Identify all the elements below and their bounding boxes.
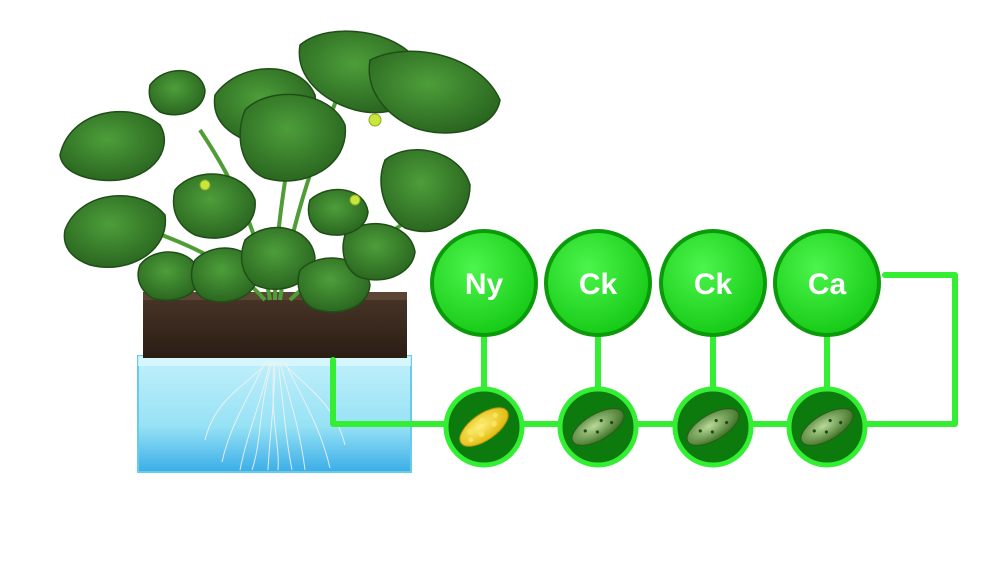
node-label-4: Ca [808, 268, 847, 301]
node-label-1: Ny [465, 268, 504, 301]
leaf [172, 173, 256, 239]
cucumber-plant [59, 30, 501, 313]
fruit-nodes [443, 386, 868, 468]
connector-lines [330, 272, 958, 427]
fruit-node-1 [443, 386, 525, 468]
leaf [380, 149, 471, 233]
flower-bud [199, 179, 211, 191]
return-loop [863, 272, 958, 427]
node-label-2: Ck [579, 268, 618, 301]
fruit-node-4 [786, 386, 868, 468]
flower-bud [349, 194, 361, 206]
leaf [239, 93, 346, 182]
fruit-node-2 [557, 386, 639, 468]
cucumber-icon [571, 408, 625, 446]
leaf [63, 194, 167, 268]
yellow-cucumber-icon [459, 407, 509, 447]
fruit-node-3 [672, 386, 754, 468]
planter [137, 292, 412, 473]
leaf [137, 251, 201, 301]
node-ck-1: Ck [544, 229, 652, 337]
cucumber-icon [686, 408, 740, 446]
node-ca: Ca [773, 229, 881, 337]
cucumber-icon [800, 408, 854, 446]
node-label-3: Ck [694, 268, 733, 301]
main-connector [330, 357, 448, 427]
node-ck-2: Ck [659, 229, 767, 337]
leaf [342, 222, 416, 281]
roots [204, 361, 346, 471]
leaf [148, 69, 206, 116]
leaf [59, 110, 165, 182]
water-surface [138, 356, 411, 366]
soil-block [143, 292, 407, 358]
node-ny: Ny [430, 229, 538, 337]
leaf [368, 50, 501, 134]
flower-bud [368, 113, 382, 127]
label-nodes: Ny Ck Ck Ca [430, 229, 881, 337]
